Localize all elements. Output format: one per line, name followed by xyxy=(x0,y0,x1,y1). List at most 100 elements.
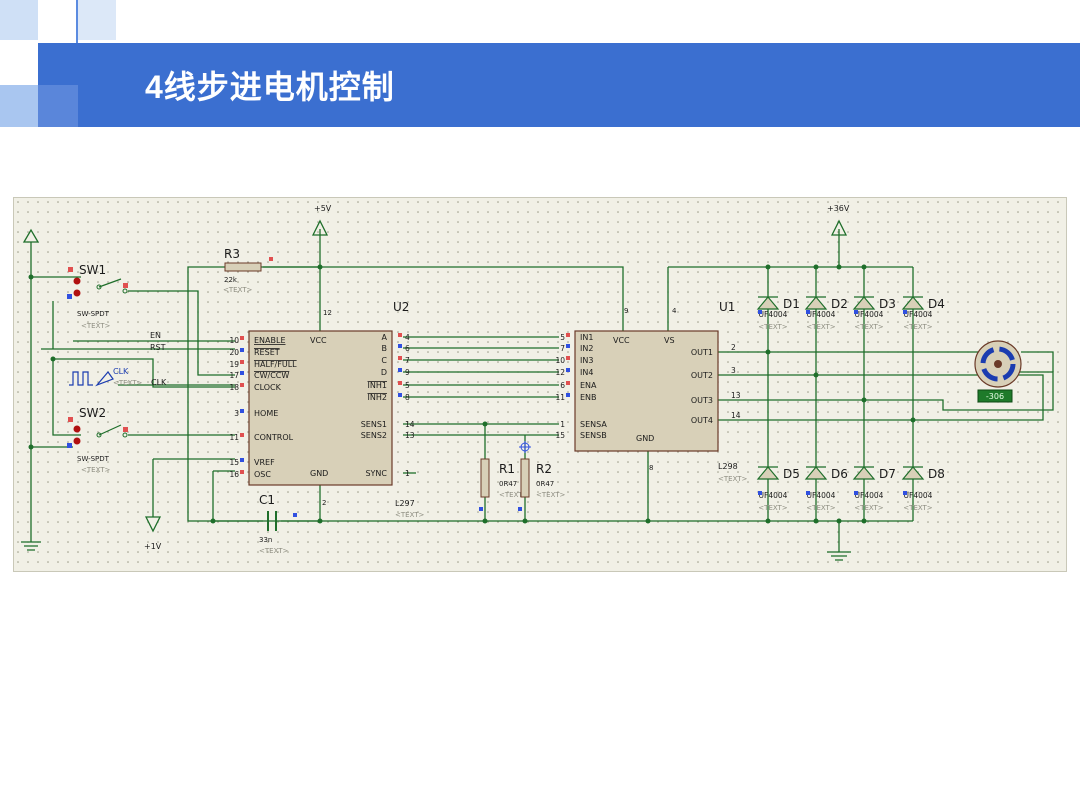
sw2: SW2 SW-SPDT <TEXT> xyxy=(67,406,128,474)
pin-marker xyxy=(240,360,244,364)
corner-deco-1 xyxy=(0,0,38,40)
u1-vs-num: 4 xyxy=(672,307,677,315)
diode-placeholder: <TEXT> xyxy=(806,323,836,331)
u2-pin-name: D xyxy=(381,368,387,377)
diode-model: UF4004 xyxy=(904,310,933,319)
diode-placeholder: <TEXT> xyxy=(854,504,884,512)
pin-marker xyxy=(240,433,244,437)
diode-placeholder: <TEXT> xyxy=(806,504,836,512)
pin-marker xyxy=(398,368,402,372)
diode-placeholder: <TEXT> xyxy=(903,323,933,331)
pin-marker xyxy=(398,344,402,348)
corner-deco-3 xyxy=(0,85,38,127)
diode-placeholder: <TEXT> xyxy=(758,504,788,512)
diode-placeholder: <TEXT> xyxy=(903,504,933,512)
r3-value: 22k xyxy=(224,276,238,284)
u2-pin-num: 15 xyxy=(229,458,239,467)
u1-pin-name: IN2 xyxy=(580,344,593,353)
corner-deco-6 xyxy=(38,85,78,127)
pin-marker xyxy=(240,409,244,413)
diode-model: UF4004 xyxy=(855,310,884,319)
page-title: 4线步进电机控制 xyxy=(145,69,395,105)
u2-body xyxy=(248,330,393,486)
diode-ref: D8 xyxy=(928,467,945,481)
pin-marker xyxy=(566,368,570,372)
u1-pin-num: 3 xyxy=(731,366,736,375)
u1-pin-name: OUT3 xyxy=(691,396,713,405)
pin-marker xyxy=(566,381,570,385)
r3-ref: R3 xyxy=(224,247,240,261)
u2-gnd: GND xyxy=(310,469,328,478)
u1-pin-name: ENA xyxy=(580,381,597,390)
u1-pin-name: IN1 xyxy=(580,333,593,342)
diode-ref: D5 xyxy=(783,467,800,481)
power-terminal-1v-icon xyxy=(144,516,162,533)
u1-ref: U1 xyxy=(719,300,735,314)
pin-marker xyxy=(854,491,858,495)
c1: C1 33n <TEXT> xyxy=(259,493,297,555)
motor-readout: -306 xyxy=(986,392,1004,401)
u2-pin-num: 13 xyxy=(405,431,415,440)
u2-pin-name: OSC xyxy=(254,470,271,479)
u2-pin-name: HALF/FULL xyxy=(254,360,297,369)
diode-ref: D6 xyxy=(831,467,848,481)
u1-pin-name: OUT2 xyxy=(691,371,713,380)
u1-part: L298 xyxy=(718,462,738,471)
diode-ref: D2 xyxy=(831,297,848,311)
stepper-motor: -306 xyxy=(974,340,1022,403)
diodes-bottom: D5UF4004<TEXT>D6UF4004<TEXT>D7UF4004<TEX… xyxy=(756,466,945,512)
sw1-model: SW-SPDT xyxy=(77,310,110,318)
u1-body xyxy=(574,330,719,452)
label-5v: +5V xyxy=(314,204,332,213)
pin-marker xyxy=(566,333,570,337)
pin-marker xyxy=(240,348,244,352)
u2-pin-num: 1 xyxy=(405,469,410,478)
u1-pin-num: 6 xyxy=(560,381,565,390)
u1-pin-name: SENSA xyxy=(580,420,607,429)
ground-left-icon xyxy=(21,541,41,551)
label-36v: +36V xyxy=(827,204,850,213)
u2-pin-name: SENS1 xyxy=(361,420,387,429)
r2-ref: R2 xyxy=(536,462,552,476)
u2-pin-name: RESET xyxy=(254,348,280,357)
clock-wave-icon xyxy=(69,371,93,386)
pin-marker xyxy=(903,491,907,495)
clk-net: CLK xyxy=(151,378,167,387)
diode-placeholder: <TEXT> xyxy=(758,323,788,331)
u1-pin-name: OUT1 xyxy=(691,348,713,357)
u2-vcc-num: 12 xyxy=(323,309,332,317)
u1-pin-num: 10 xyxy=(555,356,565,365)
u2-pin-num: 20 xyxy=(229,348,239,357)
u2-pin-num: 17 xyxy=(229,371,239,380)
net-en: EN xyxy=(150,331,161,340)
u2-gnd-num: 2 xyxy=(322,499,326,507)
u2-ref: U2 xyxy=(393,300,409,314)
u2-pin-num: 5 xyxy=(405,381,410,390)
u1-pin-name: ENB xyxy=(580,393,597,402)
u2-pin-name: VREF xyxy=(254,458,275,467)
clock-source-icon xyxy=(95,371,114,387)
u2-part: L297 xyxy=(395,499,415,508)
r2-placeholder: <TEXT> xyxy=(536,491,566,499)
u2-pin-num: 8 xyxy=(405,393,410,402)
pin-marker xyxy=(566,356,570,360)
pin-marker xyxy=(398,333,402,337)
pin-marker xyxy=(398,356,402,360)
c1-ref: C1 xyxy=(259,493,275,507)
u2-pin-name: INH2 xyxy=(368,393,387,402)
r2: R2 0R47 <TEXT> xyxy=(518,441,566,511)
diode-model: UF4004 xyxy=(759,310,788,319)
u2-pin-num: 7 xyxy=(405,356,410,365)
diode-icon xyxy=(756,296,780,310)
u2-pin-name: INH1 xyxy=(368,381,387,390)
diode-placeholder: <TEXT> xyxy=(854,323,884,331)
u1-pin-num: 11 xyxy=(555,393,565,402)
diode-ref: D3 xyxy=(879,297,896,311)
pin-marker xyxy=(240,336,244,340)
terminals xyxy=(21,219,851,561)
r3-placeholder: <TEXT> xyxy=(223,286,253,294)
u1-gnd-num: 8 xyxy=(649,464,653,472)
pin-marker xyxy=(854,310,858,314)
